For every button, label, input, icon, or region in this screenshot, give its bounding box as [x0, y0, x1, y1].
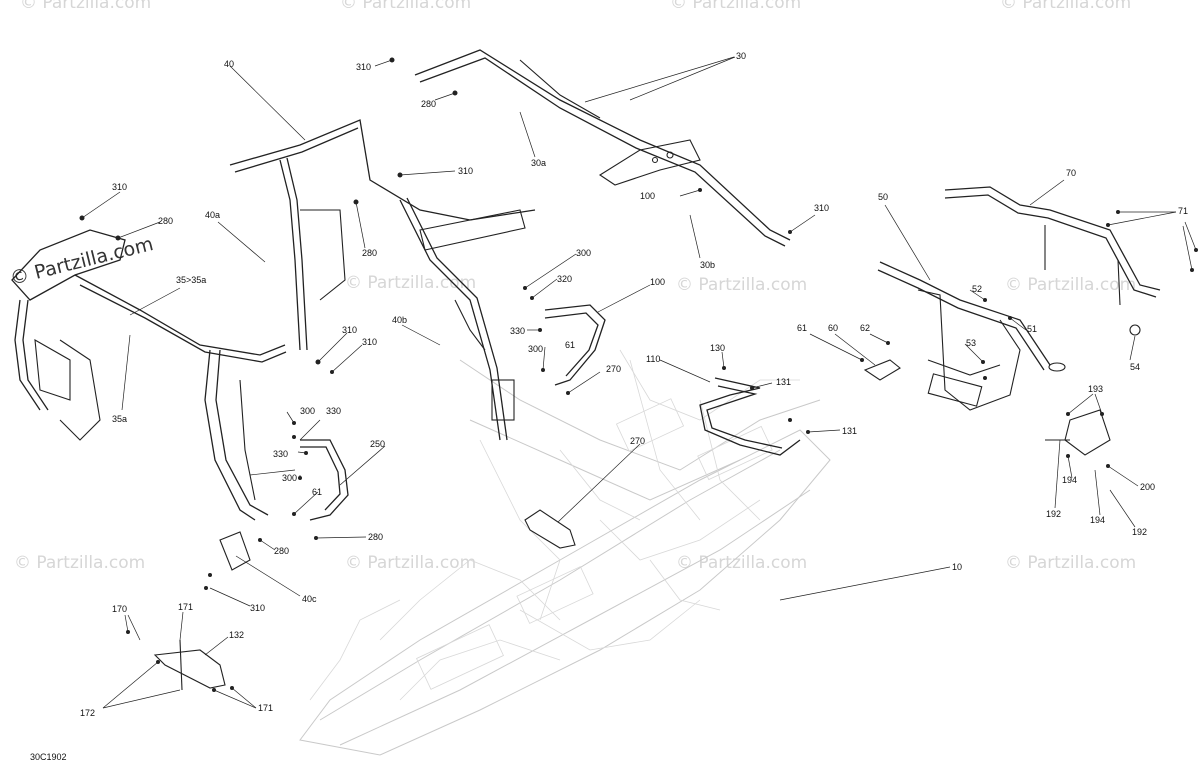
- callout-192: 192: [1132, 527, 1147, 537]
- callout-270: 280: [368, 532, 383, 542]
- callout-190: 192: [1046, 509, 1061, 519]
- callout-62: 62: [860, 323, 870, 333]
- callout-300: 300: [576, 248, 591, 258]
- callout-330: 330: [510, 326, 525, 336]
- callout-30b: 30b: [700, 260, 715, 270]
- hardware-fasteners: [79, 57, 1198, 692]
- callout-35a: 35a: [112, 414, 127, 424]
- watermark-text: © Partzilla.com: [20, 0, 151, 13]
- watermark-text: © Partzilla.com: [340, 0, 471, 13]
- part-10-main-frame: [299, 349, 831, 756]
- callout-310: 310: [112, 182, 127, 192]
- watermark-text: © Partzilla.com: [670, 0, 801, 13]
- watermark-text: © Partzilla.com: [676, 275, 807, 295]
- callout-171: 171: [258, 703, 273, 713]
- drawing-code: 30C1902: [30, 752, 67, 762]
- part-70-rear-bumper: [944, 186, 1161, 372]
- callout-131: 130: [710, 343, 725, 353]
- callout-310: 310: [356, 62, 371, 72]
- callout-53: 53: [966, 338, 976, 348]
- callout-61: 61: [797, 323, 807, 333]
- callout-310: 310: [250, 603, 265, 613]
- watermark-text: © Partzilla.com: [345, 553, 476, 573]
- callout-193: 194: [1090, 515, 1105, 525]
- callout-130: 110: [646, 354, 660, 364]
- leader-lines: [81, 56, 1197, 709]
- callout-300: 300: [282, 473, 297, 483]
- callout-30a: 30a: [531, 158, 546, 168]
- callout-50: 50: [878, 192, 888, 202]
- callout-40a: 40a: [205, 210, 220, 220]
- callout-270: 270: [606, 364, 621, 374]
- part-40c-bracket: [219, 531, 251, 571]
- callout-330: 330: [273, 449, 288, 459]
- part-60-bracket: [863, 359, 901, 381]
- callout-172: 171: [178, 602, 193, 612]
- callout-54: 54: [1130, 362, 1140, 372]
- watermark-text: © Partzilla.com: [345, 273, 476, 293]
- callout-61: 61: [565, 340, 575, 350]
- callout-280: 280: [421, 99, 436, 109]
- callout-280: 280: [274, 546, 289, 556]
- part-100-side-bar: [544, 304, 606, 386]
- watermark-text: © Partzilla.com: [1000, 0, 1131, 13]
- callout-310: 310: [458, 166, 473, 176]
- callout-110: 100: [640, 191, 655, 201]
- callout-labels: 30 40 310 280 30a 310 280 310 280 35>35a…: [80, 51, 1188, 718]
- part-40-center-cage: [229, 119, 536, 441]
- callout-40c: 40c: [302, 594, 317, 604]
- callout-170: 132: [229, 630, 244, 640]
- callout-51: 51: [1027, 324, 1037, 334]
- part-250-side-bar: [300, 439, 349, 521]
- callout-171: 170: [112, 604, 127, 614]
- callout-300: 300: [300, 406, 315, 416]
- callout-100: 100: [650, 277, 665, 287]
- callout-40b: 40b: [392, 315, 407, 325]
- part-170-bracket: [153, 639, 226, 691]
- callout-280: 280: [362, 248, 377, 258]
- callout-10: 10: [952, 562, 962, 572]
- part-190-bracket: [1045, 409, 1111, 456]
- callout-194: 194: [1062, 475, 1077, 485]
- callout-300: 300: [528, 344, 543, 354]
- callout-310: 310: [814, 203, 829, 213]
- callout-70: 70: [1066, 168, 1076, 178]
- callout-320: 310: [342, 325, 357, 335]
- callout-172: 172: [80, 708, 95, 718]
- watermark-layer: © Partzilla.com © Partzilla.com © Partzi…: [8, 0, 1136, 573]
- callout-200: 270: [630, 436, 645, 446]
- part-30-rear-cage-bar: [414, 49, 791, 247]
- callout-330: 320: [557, 274, 572, 284]
- part-35-front-cage: [11, 229, 287, 521]
- part-130-side-bar: [699, 377, 801, 456]
- callout-191: 193: [1088, 384, 1103, 394]
- watermark-text: © Partzilla.com: [1005, 275, 1136, 295]
- callout-280: 280: [158, 216, 173, 226]
- callout-132: 131: [776, 377, 791, 387]
- callout-194: 200: [1140, 482, 1155, 492]
- callout-71: 71: [1178, 206, 1188, 216]
- callout-60: 60: [828, 323, 838, 333]
- part-200-bracket: [524, 509, 576, 549]
- callout-30: 30: [736, 51, 746, 61]
- callout-310: 310: [362, 337, 377, 347]
- callout-131: 131: [842, 426, 857, 436]
- callout-61: 61: [312, 487, 322, 497]
- part-50-rear-support: [877, 261, 1051, 411]
- watermark-text: © Partzilla.com: [1005, 553, 1136, 573]
- callout-250: 250: [370, 439, 385, 449]
- callout-35-35a: 35>35a: [176, 275, 206, 285]
- callout-330: 330: [326, 406, 341, 416]
- callout-40: 40: [224, 59, 234, 69]
- callout-52: 52: [972, 284, 982, 294]
- watermark-text: © Partzilla.com: [14, 553, 145, 573]
